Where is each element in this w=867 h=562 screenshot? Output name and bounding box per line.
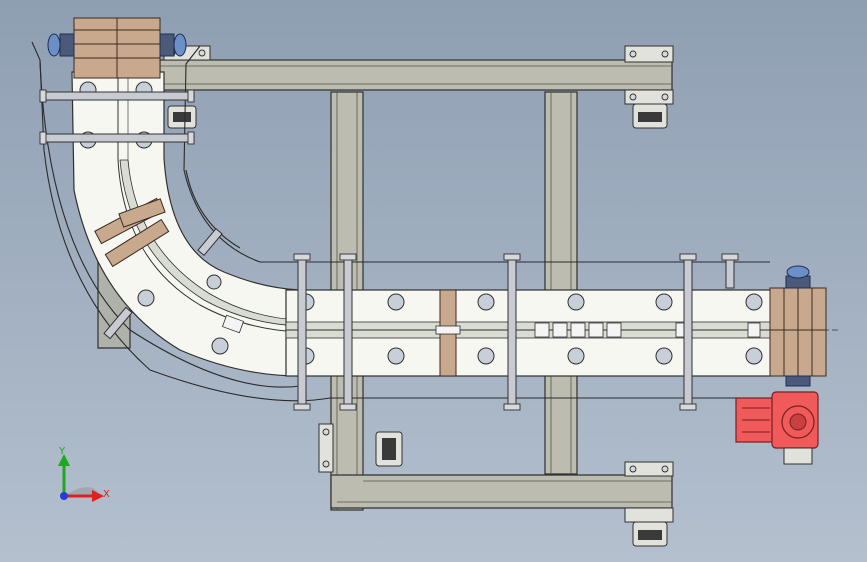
bearing-drive-top xyxy=(786,265,810,279)
foot-bottom-right-lower xyxy=(624,507,674,523)
axis-y-label: Y xyxy=(58,446,66,457)
gear-motor xyxy=(735,391,819,465)
shaft-top-1 xyxy=(43,91,195,101)
curved-belt xyxy=(71,71,301,377)
foot-bottom-right xyxy=(624,461,674,477)
shaft-top-2 xyxy=(43,133,195,143)
axis-triad-plane xyxy=(64,487,100,496)
shaft-v-5 xyxy=(725,257,735,289)
drive-sprocket-assembly xyxy=(760,265,840,387)
frame-right-post xyxy=(544,91,578,475)
axis-y-arrowhead xyxy=(58,454,70,466)
bearing-top-right xyxy=(173,33,187,57)
shaft-v-1 xyxy=(297,257,307,409)
foot-bottom-left xyxy=(318,423,334,473)
frame-top-beam xyxy=(159,59,673,91)
chain-links xyxy=(221,314,761,338)
foot-top-right xyxy=(624,45,674,63)
gear-motor-shaft xyxy=(783,447,813,465)
belt-holes xyxy=(297,293,763,365)
shaft-v-4 xyxy=(683,257,693,409)
shaft-v-3 xyxy=(507,257,517,409)
shaft-v-2 xyxy=(343,257,353,409)
axis-x-label: X xyxy=(103,489,110,500)
mounting-feet xyxy=(163,45,674,547)
bearing-top-left xyxy=(47,33,61,57)
curve-flights xyxy=(94,197,170,268)
top-sprocket-assembly xyxy=(47,17,187,79)
frame-bottom-beam xyxy=(330,474,673,509)
axis-x-arrowhead xyxy=(92,490,104,502)
axis-z-origin xyxy=(60,492,68,500)
axis-triad: Y X xyxy=(58,446,110,502)
cross-shafts xyxy=(39,89,739,411)
